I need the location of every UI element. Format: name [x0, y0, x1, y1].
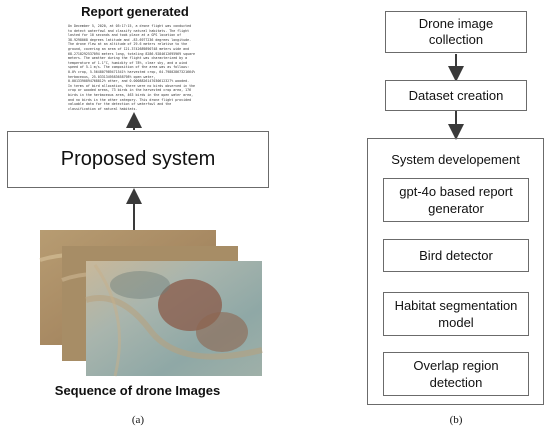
report-line: birds in the herbaceous area, 463 birds …: [68, 92, 194, 97]
report-line: meters. The weather during the flight wa…: [68, 56, 188, 61]
sequence-label: Sequence of drone Images: [54, 383, 221, 398]
drone-image-stack: [39, 230, 263, 377]
bird-detector-label: Bird detector: [419, 248, 493, 263]
proposed-system-box: Proposed system: [7, 131, 269, 188]
report-line: lasted for 10 seconds and took place at …: [68, 33, 182, 38]
report-line: temperature of 1.1°C, humidity of 78%, c…: [68, 60, 188, 65]
drone-image-2: [62, 246, 238, 361]
drone-image-collection-label: Drone image collection: [418, 16, 494, 47]
dataset-creation-label: Dataset creation: [408, 88, 504, 103]
report-line: and no birds in the other category. This…: [68, 97, 192, 102]
drone-image-3: [86, 261, 262, 376]
report-line: ground, covering an area of 121.37426898…: [68, 46, 190, 51]
habitat-segmentation-box: Habitat segmentation model: [383, 292, 529, 336]
report-line: valuable data for the detection of water…: [68, 102, 172, 107]
drone-image-1: [40, 230, 216, 345]
report-line: 0.0013390894768812% other, and 0.0008826…: [68, 79, 190, 84]
report-line: 0.0% crop, 5.564807989471541% harvested …: [68, 69, 196, 74]
report-line: On December 5, 2020, at 05:17:15, a dron…: [68, 24, 192, 28]
bird-detector-box: Bird detector: [383, 239, 529, 272]
drone-image-collection-box: Drone image collection: [385, 11, 527, 53]
report-line: In terms of bird allocation, there were …: [68, 83, 196, 88]
caption-a: (a): [131, 414, 145, 426]
report-line: herbaceous, 25.0331349583658798% open wa…: [68, 74, 156, 79]
report-generator-box: gpt-4o based report generator: [383, 178, 529, 222]
report-title: Report generated: [81, 4, 189, 19]
report-line: The drone flew at an altitude of 29.6 me…: [68, 42, 188, 47]
system-development-container: [367, 138, 544, 405]
report-line: crop or wooded areas, 73 birds in the ha…: [68, 88, 192, 93]
proposed-system-label: Proposed system: [60, 148, 216, 170]
report-line: speed of 5.1 m/s. The composition of the…: [68, 65, 190, 70]
report-generator-label: gpt-4o based report generator: [399, 184, 513, 216]
overlap-region-label: Overlap region detection: [413, 358, 499, 390]
caption-b: (b): [449, 414, 463, 426]
system-development-title: System developement: [391, 152, 520, 167]
dataset-creation-box: Dataset creation: [385, 80, 527, 111]
report-text: On December 5, 2020, at 05:17:15, a dron…: [68, 24, 240, 114]
report-line: to detect waterfowl and classify natural…: [68, 28, 190, 33]
report-line: 38.9298068 degrees latitude and -83.6977…: [68, 37, 192, 42]
report-line: classification of natural habitats.: [68, 106, 138, 111]
habitat-segmentation-label: Habitat segmentation model: [394, 298, 518, 330]
overlap-region-box: Overlap region detection: [383, 352, 529, 396]
report-line: 68.2718292537094 meters long, totaling 8…: [68, 51, 196, 56]
